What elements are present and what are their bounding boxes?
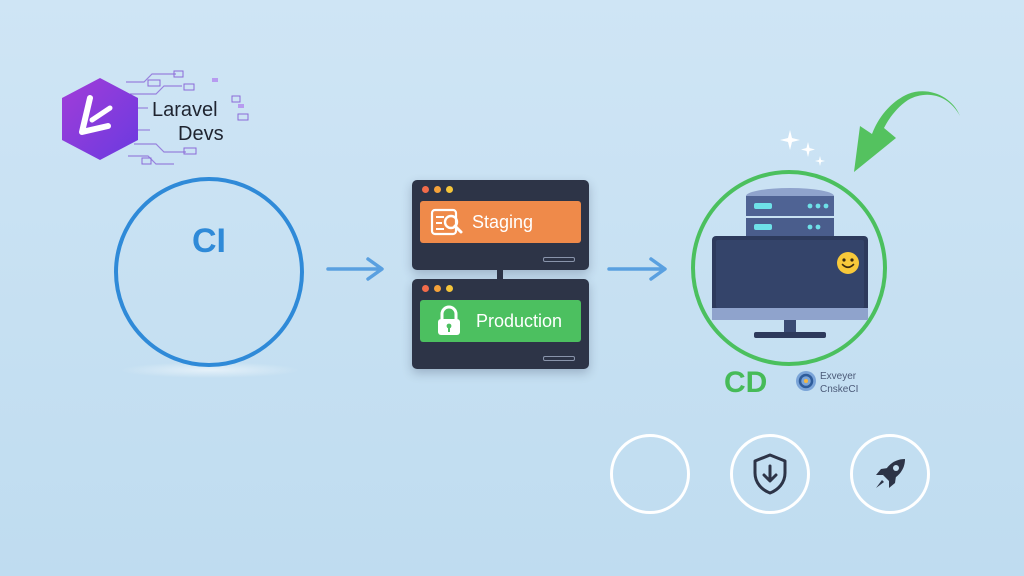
ci-label: CI — [192, 222, 226, 260]
cd-badge-line1: Exveyer — [820, 371, 857, 382]
padlock-icon — [438, 305, 460, 335]
staging-panel: Staging — [420, 201, 581, 243]
staging-window: Staging — [412, 180, 589, 270]
smiley-face-icon — [837, 252, 859, 274]
production-label: Production — [476, 310, 563, 331]
search-document-icon — [430, 208, 463, 236]
window-connector — [497, 270, 503, 282]
arrow-right-icon — [607, 257, 667, 281]
laravel-hexagon-icon — [62, 78, 138, 160]
circuit-lines-icon — [126, 70, 249, 165]
cd-badge-icon — [796, 371, 816, 391]
window-dot-red — [422, 285, 429, 292]
monitor-icon — [712, 236, 868, 338]
brand-logo: Laravel Devs — [56, 68, 256, 168]
bottom-action-empty[interactable] — [610, 434, 690, 514]
cd-badge-line2: CnskeCI — [820, 384, 859, 395]
window-dot-red — [422, 186, 429, 193]
green-curved-arrow-icon — [854, 91, 960, 172]
bottom-action-shield[interactable] — [730, 434, 810, 514]
window-dot-orange — [434, 285, 441, 292]
cd-circle — [691, 170, 887, 366]
cd-label: CD — [724, 366, 768, 399]
shield-download-icon — [753, 453, 787, 495]
bottom-action-rocket[interactable] — [850, 434, 930, 514]
arrow-right-icon — [326, 257, 384, 281]
window-slot — [543, 356, 575, 361]
logo-text-line2: Devs — [178, 123, 224, 145]
logo-text-line1: Laravel — [152, 99, 218, 121]
window-slot — [543, 257, 575, 262]
ci-circle — [114, 177, 304, 367]
ci-glow — [120, 362, 300, 378]
production-window: Production — [412, 279, 589, 369]
window-dot-yellow — [446, 186, 453, 193]
production-panel: Production — [420, 300, 581, 342]
window-dot-yellow — [446, 285, 453, 292]
window-dot-orange — [434, 186, 441, 193]
staging-label: Staging — [472, 211, 534, 232]
sparkle-icon — [780, 130, 825, 166]
rocket-icon — [876, 459, 905, 488]
